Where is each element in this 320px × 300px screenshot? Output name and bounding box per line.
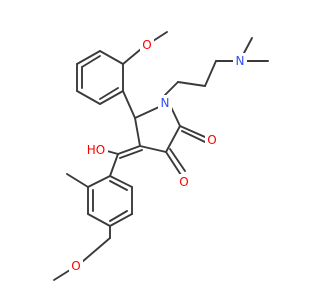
chain-bond-2 [177, 81, 206, 87]
methoxy-bottom-methyl-bond [53, 269, 71, 281]
methoxy-top-methyl-bond [152, 31, 168, 42]
ketone-oxygen-upper-label: O [207, 133, 216, 147]
c4-exo-double-a [117, 145, 141, 155]
atom-ketone-oxygen-upper: O [205, 132, 219, 148]
c2-o-bond-b [181, 130, 206, 143]
bond-layer [53, 31, 269, 281]
ring-a-bond-1 [76, 50, 101, 65]
aryl-o-bond-top [122, 48, 142, 65]
atom-hydroxyl: HO [84, 142, 108, 158]
ring-b-inner-bond-3 [109, 180, 128, 191]
hydroxyl-label: HO [87, 143, 105, 157]
methoxy-top-oxygen-label: O [142, 38, 151, 52]
ring-b-bond-3 [87, 213, 111, 227]
c2-o-bond-a [179, 125, 206, 138]
ring-a-inner-bond-2 [99, 87, 119, 100]
c4-c5-bond [134, 117, 141, 147]
c3-c4-bond [139, 145, 167, 153]
ring-b-bond-6 [109, 175, 133, 188]
c4-exo-double-b [119, 149, 143, 159]
atom-methoxy-top-oxygen: O [140, 37, 154, 53]
tertiary-amine-nitrogen-label: N [236, 54, 245, 68]
ring-nitrogen-label: N [161, 96, 170, 110]
enol-c-aryl-bond [109, 153, 119, 177]
c5-n1-bond [134, 106, 160, 119]
molecule-structure-diagram: O N N HO O O O [53, 31, 269, 281]
ring-b-bond-1 [87, 175, 111, 188]
n1-c2-bond [170, 106, 181, 127]
chain-bond-3 [204, 60, 217, 87]
aryl-ring-link [122, 90, 136, 119]
ring-a-bond-2 [99, 50, 124, 65]
atom-tertiary-amine-nitrogen: N [233, 53, 247, 69]
c3-o-bond-a [165, 151, 182, 176]
aryl-o-bond-bottom [81, 237, 111, 263]
ring-a-inner-bond-1 [81, 55, 101, 68]
methoxy-bottom-oxygen-label: O [71, 259, 80, 273]
ring-a-bond-5 [76, 90, 101, 105]
ring-a-bond-4 [99, 90, 124, 105]
ketone-oxygen-lower-label: O [179, 175, 188, 189]
ring-b-bond-4 [109, 213, 133, 227]
n-chain-bond-1 [164, 81, 179, 96]
c2-c3-bond [165, 125, 181, 153]
atom-methoxy-bottom-oxygen: O [69, 258, 83, 274]
atom-ketone-oxygen-lower: O [177, 174, 191, 190]
ring-b-methyl-bond [66, 173, 89, 188]
atom-label-layer: O N N HO O O O [69, 37, 247, 274]
c3-o-bond-b [169, 148, 186, 172]
n-methyl-bond-1 [243, 37, 253, 54]
ring-b-inner-bond-2 [109, 210, 128, 222]
enol-c-oh-bond [106, 150, 119, 155]
atom-ring-nitrogen: N [158, 95, 172, 111]
